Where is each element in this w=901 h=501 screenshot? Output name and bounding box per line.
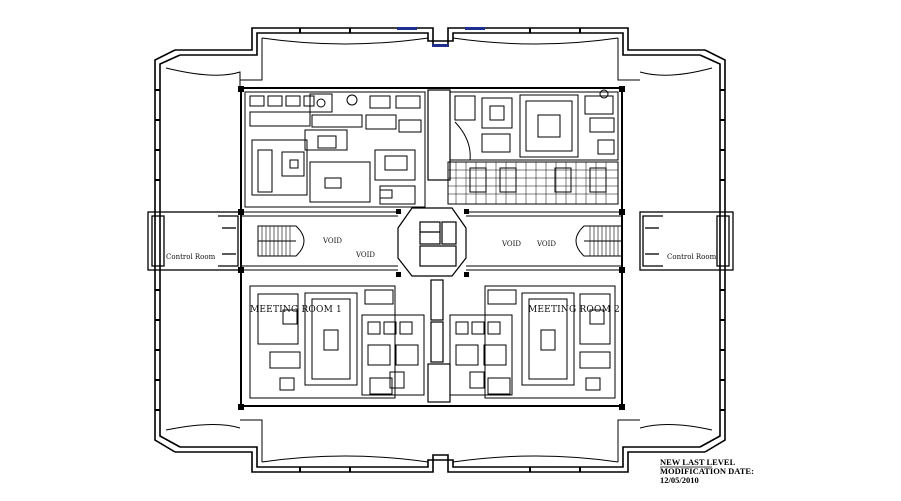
note-line-3: 12/05/2010: [660, 475, 699, 485]
control-room-label-right: Control Room: [667, 253, 717, 261]
staircase-left: [257, 225, 305, 257]
void-label-4: VOID: [536, 240, 556, 248]
central-core: [397, 89, 467, 403]
service-zone-top-left: [244, 91, 426, 208]
meeting-room-1: [249, 285, 396, 399]
note-line-2: MODIFICATION DATE:: [660, 466, 754, 476]
void-band: [241, 211, 622, 271]
window-ticks: [155, 28, 725, 472]
revision-note: NEW LAST LEVEL MODIFICATION DATE: 12/05/…: [660, 457, 754, 485]
control-room-annex-left: [147, 211, 242, 271]
void-label-3: VOID: [501, 240, 521, 248]
curved-bays: [165, 37, 713, 463]
control-room-label-left: Control Room: [166, 253, 216, 261]
column-marks: [238, 86, 625, 410]
meeting-room-2: [484, 285, 616, 399]
void-label-2: VOID: [355, 251, 375, 259]
meeting-room-1-label: MEETING ROOM 1: [250, 305, 342, 315]
staircase-right: [575, 225, 623, 257]
service-zone-top-right: [447, 89, 619, 205]
note-line-1: NEW LAST LEVEL: [660, 457, 736, 467]
meeting-room-2-label: MEETING ROOM 2: [528, 305, 620, 315]
control-room-annex-right: [639, 211, 734, 271]
wet-core-right: [449, 314, 513, 396]
wet-core-left: [361, 314, 425, 396]
outer-envelope: [154, 27, 726, 473]
top-accent-marks: [397, 27, 485, 47]
void-label-1: VOID: [322, 237, 342, 245]
